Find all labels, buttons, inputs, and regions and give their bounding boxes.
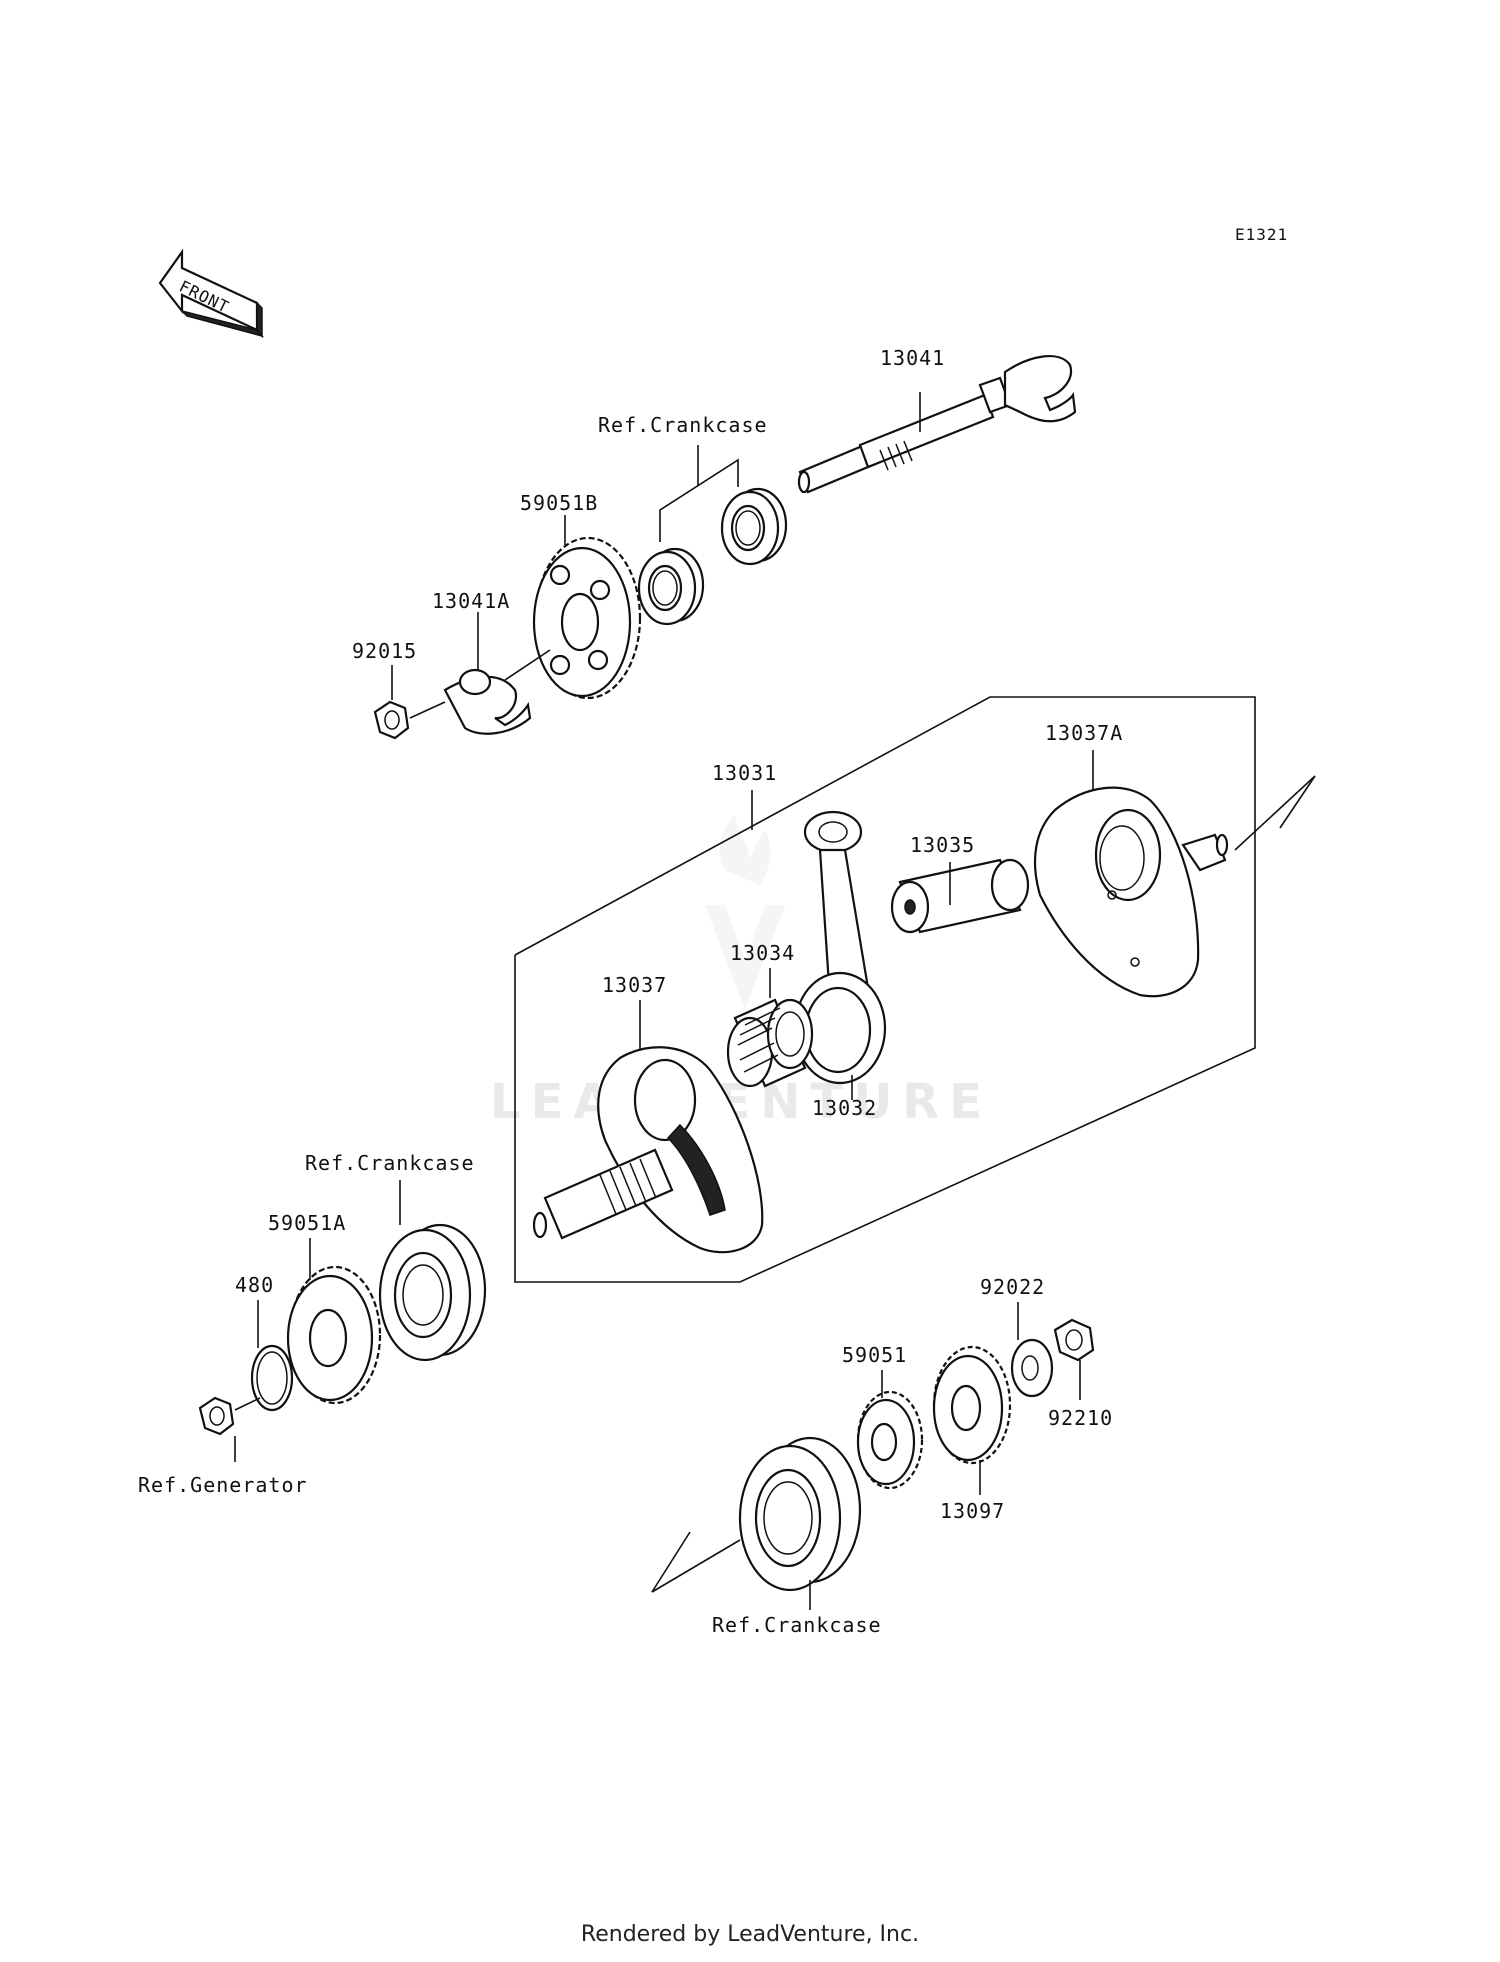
needle-bearing-13034 <box>726 998 814 1088</box>
front-arrow-icon: FRONT <box>158 248 265 339</box>
crank-half-13037a <box>1033 786 1229 998</box>
label-13037a: 13037A <box>1045 721 1123 745</box>
label-ref-generator: Ref.Generator <box>138 1473 308 1497</box>
label-13031: 13031 <box>712 761 777 785</box>
label-92022: 92022 <box>980 1275 1045 1299</box>
label-ref-crankcase-bottom: Ref.Crankcase <box>712 1613 882 1637</box>
label-13035: 13035 <box>910 833 975 857</box>
diagram-code: E1321 <box>1235 225 1288 244</box>
crank-half-13037 <box>532 1046 764 1254</box>
watermark-logo <box>705 815 785 1010</box>
label-13041: 13041 <box>880 346 945 370</box>
nut-generator <box>198 1396 235 1436</box>
label-92210: 92210 <box>1048 1406 1113 1430</box>
gear-59051b <box>532 536 642 700</box>
label-59051b: 59051B <box>520 491 598 515</box>
bearing-bottom <box>738 1436 862 1592</box>
bearing-left <box>378 1223 487 1362</box>
washer-92022 <box>1010 1338 1054 1398</box>
label-92015: 92015 <box>352 639 417 663</box>
balancer-weight-13041a <box>443 668 532 735</box>
balancer-shaft <box>797 355 1077 494</box>
gear-13097 <box>932 1345 1012 1465</box>
label-13037: 13037 <box>602 973 667 997</box>
connecting-rod-13032 <box>793 810 887 1085</box>
label-13034: 13034 <box>730 941 795 965</box>
label-ref-crankcase-top: Ref.Crankcase <box>598 413 768 437</box>
label-13041a: 13041A <box>432 589 510 613</box>
gear-59051a <box>286 1265 382 1405</box>
nut-92015 <box>373 700 410 740</box>
bearing-top-left <box>637 547 705 626</box>
footer-credit: Rendered by LeadVenture, Inc. <box>580 1922 920 1947</box>
gear-59051 <box>856 1390 924 1490</box>
label-59051a: 59051A <box>268 1211 346 1235</box>
bearing-top-right <box>720 487 788 566</box>
label-59051: 59051 <box>842 1343 907 1367</box>
label-480: 480 <box>235 1273 274 1297</box>
crank-pin-13035 <box>890 858 1030 934</box>
nut-92210 <box>1053 1318 1095 1362</box>
label-13097: 13097 <box>940 1499 1005 1523</box>
label-ref-crankcase-left: Ref.Crankcase <box>305 1151 475 1175</box>
circlip-480 <box>250 1344 294 1412</box>
label-13032: 13032 <box>812 1096 877 1120</box>
